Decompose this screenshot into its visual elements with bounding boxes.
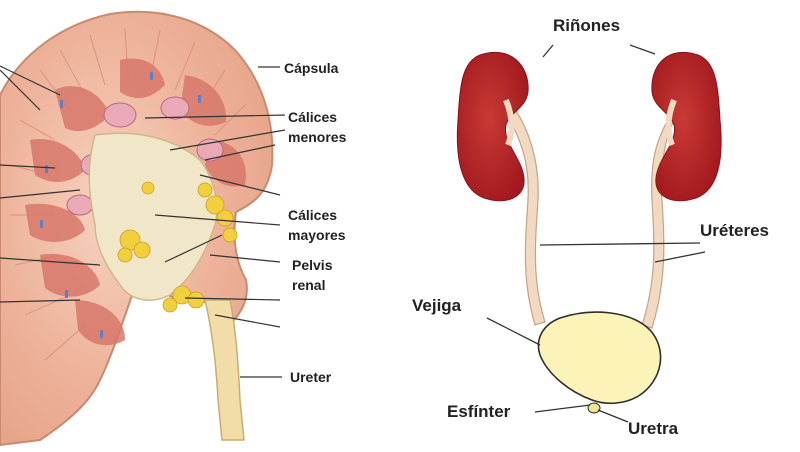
label-ureteres: Uréteres [700,221,769,240]
right-leader-lines [486,44,706,423]
left-leader-lines [0,65,286,378]
hilum-right [665,98,677,147]
label-ureter: Ureter [290,369,332,385]
label-pelvis-renal: Pelvis renal [292,255,332,295]
urinary-system [456,44,722,423]
vessels [40,72,201,338]
kidney-cross-section [0,10,286,447]
renal-pyramids [25,58,246,346]
label-calices-menores: Cálices menores [288,107,346,147]
kidney-right [651,51,722,202]
label-vejiga: Vejiga [412,296,462,315]
label-calices-menores-line2: menores [288,129,347,145]
label-uretra: Uretra [628,419,679,438]
label-calices-mayores-line2: mayores [288,227,346,243]
hilum-left [503,98,515,147]
ureter-tube-left [204,299,245,441]
label-calices-menores-line1: Cálices [288,109,338,125]
sinus-fat [117,181,238,313]
label-esfinter: Esfínter [447,402,511,421]
label-pelvis-renal-line2: renal [292,277,326,293]
label-capsula: Cápsula [284,60,339,76]
label-pelvis-renal-line1: Pelvis [292,257,333,273]
label-calices-mayores: Cálices mayores [288,205,346,245]
kidney-left [456,51,529,202]
label-calices-mayores-line1: Cálices [288,207,338,223]
label-rinones: Riñones [553,16,621,35]
ureter-left [505,107,546,326]
bladder [537,311,662,405]
urethra-stub [587,402,601,414]
